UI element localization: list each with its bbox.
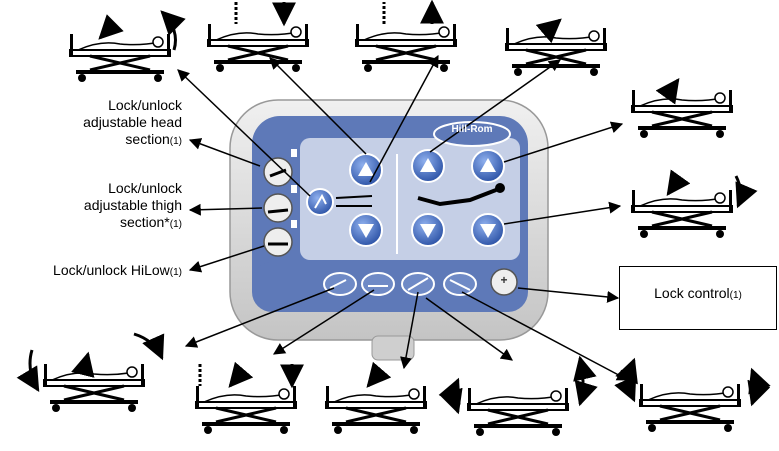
label-lock-thigh-section: section* [119, 214, 170, 230]
head-up-button[interactable] [471, 149, 505, 183]
bed-down-button[interactable] [349, 213, 383, 247]
bed-illustration-bed-down [206, 2, 310, 74]
label-lock-head-line3: section(1) [40, 131, 182, 150]
patient-silhouette-icon [417, 183, 505, 207]
brand-logo: Hill-Rom [451, 124, 493, 135]
label-lock-thigh-line1: Lock/unlock [108, 180, 182, 196]
label-lock-hilow-text: Lock/unlock HiLow [53, 262, 170, 278]
label-lock-thigh: Lock/unlock adjustable thigh section*(1) [40, 180, 182, 233]
bed-height-icon [335, 195, 373, 207]
lock-control-text: Lock control [654, 285, 730, 301]
footnote-marker: (1) [729, 290, 742, 301]
bed-illustration-bed-up [354, 2, 458, 74]
label-lock-head-line2: adjustable head [83, 114, 182, 130]
lock-thigh-button[interactable] [263, 193, 293, 223]
bed-illustration-knee-lower [324, 361, 428, 436]
chair-position-button[interactable] [323, 272, 357, 296]
bed-illustration-flat-lower [194, 364, 296, 436]
arrows [177, 54, 630, 381]
label-lock-thigh-line2: adjustable thigh [83, 197, 182, 213]
knee-up-button[interactable] [411, 149, 445, 183]
bed-illustration-trendelenburg [438, 355, 598, 438]
person-help-button[interactable] [306, 188, 334, 216]
knee-position-button[interactable] [401, 272, 435, 296]
lock-hilow-button[interactable] [263, 227, 293, 257]
lock-control-label: Lock control(1) [620, 285, 776, 301]
flat-position-button[interactable] [361, 272, 395, 296]
footnote-marker: (1) [169, 136, 182, 147]
bed-illustration-head-raise [630, 78, 734, 140]
label-lock-thigh-line3: section*(1) [40, 214, 182, 233]
lock-control-glyph: + [500, 273, 508, 287]
label-lock-head: Lock/unlock adjustable head section(1) [40, 97, 182, 150]
bed-illustration-chair [16, 332, 165, 414]
tilt-button[interactable] [443, 272, 477, 296]
label-lock-head-section: section [125, 131, 170, 147]
bed-illustration-head-lower [630, 169, 758, 240]
lock-head-button[interactable] [263, 157, 293, 187]
bed-illustration-knee-up [504, 18, 608, 78]
footnote-marker: (1) [169, 219, 182, 230]
bed-illustration-head-up [68, 10, 186, 84]
footnote-marker: (1) [169, 267, 182, 278]
label-lock-head-line1: Lock/unlock [108, 97, 182, 113]
lock-control-box: Lock control(1) [619, 266, 777, 330]
head-down-button[interactable] [471, 213, 505, 247]
lock-control-button[interactable] [490, 268, 518, 296]
lock-indicator-icons [291, 149, 297, 228]
bed-illustration-reverse-trendelenburg [614, 357, 771, 434]
knee-down-button[interactable] [411, 213, 445, 247]
label-lock-hilow: Lock/unlock HiLow(1) [4, 262, 182, 281]
